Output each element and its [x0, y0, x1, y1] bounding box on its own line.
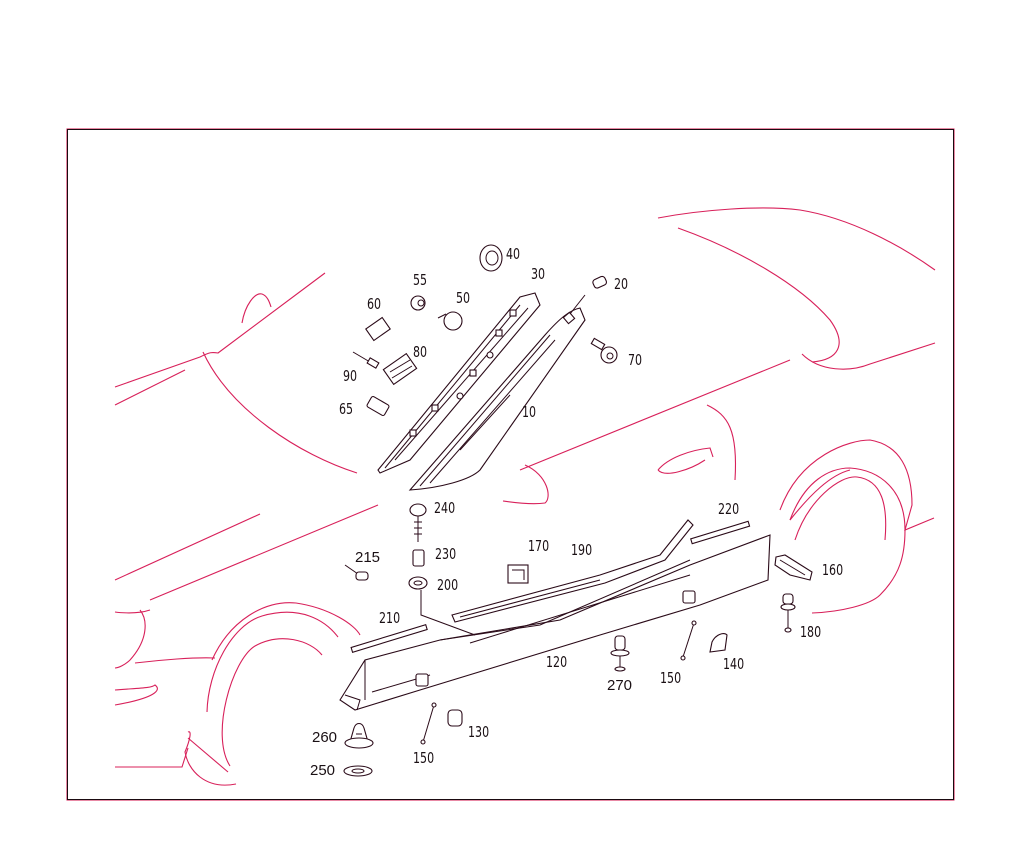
- part-210-strip: [350, 623, 428, 653]
- part-20-plug: [592, 275, 608, 289]
- part-220-strip: [690, 520, 751, 545]
- part-120-sill-cover: [339, 534, 771, 711]
- callout-30: 30: [531, 265, 546, 283]
- part-160-bracket: [774, 554, 813, 581]
- callout-10: 10: [522, 403, 537, 421]
- callout-230: 230: [435, 545, 457, 563]
- callout-90: 90: [343, 367, 358, 385]
- part-55-clip: [410, 295, 426, 311]
- callout-240: 240: [434, 499, 456, 517]
- part-150-strap-right: [680, 620, 697, 661]
- callout-260: 260: [312, 729, 338, 746]
- callout-140: 140: [723, 655, 745, 673]
- part-260-clip: [344, 722, 374, 749]
- callout-60: 60: [367, 295, 382, 313]
- callout-70: 70: [628, 351, 643, 369]
- part-30-inner-pillar: [377, 292, 541, 474]
- callout-250: 250: [310, 762, 336, 779]
- part-40-grommet: [479, 244, 503, 272]
- callout-150-right: 150: [660, 669, 682, 687]
- callout-65: 65: [339, 400, 354, 418]
- part-70-screw: [590, 337, 618, 364]
- callout-210: 210: [379, 609, 401, 627]
- callout-220: 220: [718, 500, 740, 518]
- part-60-clip: [365, 316, 391, 342]
- callout-55: 55: [413, 271, 428, 289]
- part-170-bracket: [507, 564, 529, 584]
- callout-170: 170: [528, 537, 550, 555]
- callout-50: 50: [456, 289, 471, 307]
- callout-80: 80: [413, 343, 428, 361]
- callout-120: 120: [546, 653, 568, 671]
- part-90-pin: [352, 351, 380, 369]
- part-10-a-pillar-trim: [408, 294, 586, 491]
- part-140-cap: [709, 633, 728, 653]
- car-outline: [114, 207, 936, 786]
- part-240-screw: [409, 503, 427, 542]
- part-230-nut: [412, 549, 425, 567]
- callout-270: 270: [607, 677, 633, 694]
- callout-130: 130: [468, 723, 490, 741]
- part-215-pin: [344, 564, 369, 581]
- part-180-bolt: [780, 593, 796, 633]
- callout-150-left: 150: [413, 749, 435, 767]
- part-50-button: [437, 311, 463, 331]
- part-200-grommet: [408, 576, 476, 636]
- part-270-clip: [610, 635, 630, 672]
- part-65-clip: [366, 395, 390, 417]
- callout-160: 160: [822, 561, 844, 579]
- diagram-frame: [67, 129, 954, 800]
- callout-200: 200: [437, 576, 459, 594]
- part-80-clip-block: [382, 352, 418, 386]
- callout-20: 20: [614, 275, 629, 293]
- callout-180: 180: [800, 623, 822, 641]
- callout-40: 40: [506, 245, 521, 263]
- part-130-cap: [447, 709, 463, 727]
- part-150-strap-left: [420, 702, 437, 745]
- callout-190: 190: [571, 541, 593, 559]
- part-250-washer: [343, 765, 373, 777]
- part-190-sill-strip: [451, 519, 694, 623]
- callout-215: 215: [355, 549, 381, 566]
